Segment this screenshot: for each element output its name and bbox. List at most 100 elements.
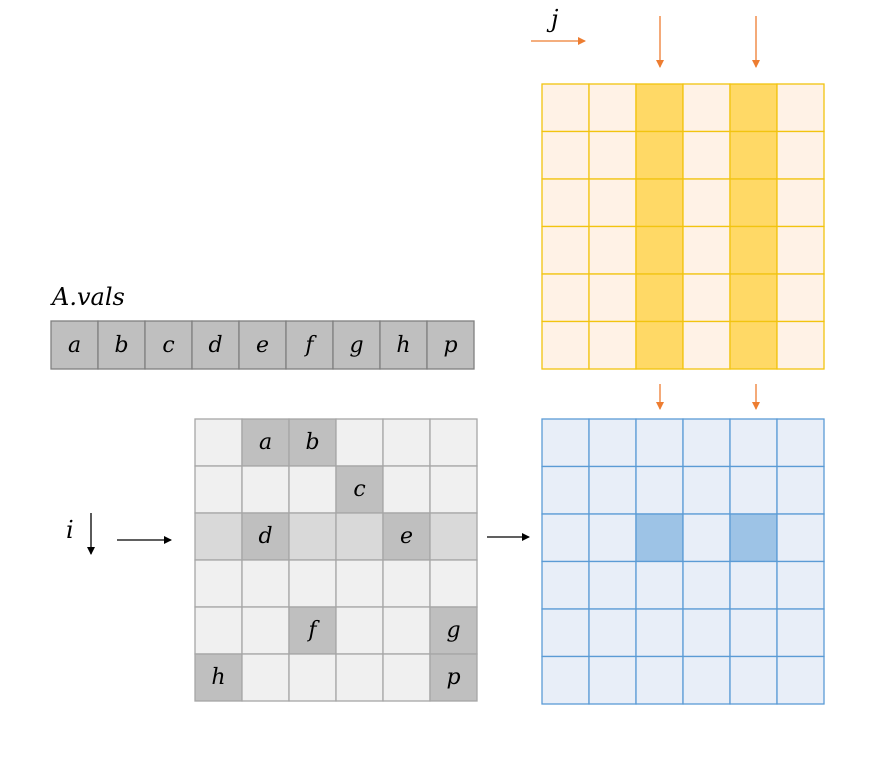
output-cell <box>541 513 590 563</box>
dense-cell <box>682 130 731 180</box>
avals-value: h <box>396 332 411 358</box>
avals-value: g <box>349 332 364 358</box>
sparse-cell <box>429 465 478 514</box>
dense-highlight-cell <box>729 178 778 228</box>
output-cell <box>776 465 825 515</box>
dense-cell <box>682 225 731 275</box>
avals-value: c <box>162 332 175 358</box>
dense-cell <box>588 178 637 228</box>
output-cell <box>682 560 731 610</box>
dense-cell <box>588 130 637 180</box>
dense-cell <box>682 320 731 370</box>
dense-cell <box>541 83 590 133</box>
sparse-cell <box>241 465 290 514</box>
sparse-value: p <box>446 665 461 690</box>
sparse-cell <box>382 418 431 467</box>
output-cell <box>588 560 637 610</box>
dense-highlight-cell <box>635 130 684 180</box>
sparse-nonzero-cell <box>194 653 243 702</box>
avals-value: f <box>305 332 314 358</box>
sparse-value: a <box>258 430 273 455</box>
avals-cell <box>50 320 99 370</box>
dense-cell <box>776 273 825 323</box>
sparse-nonzero-cell <box>429 606 478 655</box>
sparse-cell <box>382 606 431 655</box>
output-cell <box>588 418 637 468</box>
avals-cell <box>238 320 287 370</box>
output-cell <box>682 418 731 468</box>
sparse-nonzero-cell <box>288 606 337 655</box>
dense-highlight-cell <box>635 320 684 370</box>
output-cell <box>776 418 825 468</box>
output-matrix <box>541 418 825 705</box>
dense-cell <box>541 225 590 275</box>
sparse-cell <box>429 418 478 467</box>
dense-cell <box>588 225 637 275</box>
sparse-cell <box>382 465 431 514</box>
avals-cell <box>144 320 193 370</box>
output-cell <box>729 418 778 468</box>
output-cell <box>776 608 825 658</box>
output-cell <box>682 608 731 658</box>
dense-highlight-cell <box>729 83 778 133</box>
dense-cell <box>588 83 637 133</box>
sparse-cell <box>194 418 243 467</box>
output-cell <box>541 608 590 658</box>
sparse-value: h <box>211 665 226 690</box>
sparse-cell <box>335 653 384 702</box>
sparse-cell <box>241 559 290 608</box>
dense-highlight-cell <box>729 273 778 323</box>
dense-cell <box>541 273 590 323</box>
dense-highlight-cell <box>635 83 684 133</box>
dense-highlight-cell <box>729 130 778 180</box>
output-cell <box>729 560 778 610</box>
sparse-value: d <box>258 524 273 549</box>
avals-value: d <box>208 332 223 358</box>
sparse-cell <box>194 606 243 655</box>
sparse-cell <box>194 559 243 608</box>
output-cell <box>635 608 684 658</box>
dense-cell <box>776 225 825 275</box>
dense-cell <box>776 83 825 133</box>
dense-cell <box>776 320 825 370</box>
output-cell <box>635 560 684 610</box>
output-cell <box>588 608 637 658</box>
avals-label: A.vals <box>52 283 125 311</box>
sparse-nonzero-cell <box>335 465 384 514</box>
dense-highlight-cell <box>729 320 778 370</box>
sparse-cell <box>335 512 384 561</box>
output-cell <box>635 465 684 515</box>
sparse-value: g <box>446 618 461 643</box>
sparse-cell <box>241 606 290 655</box>
output-cell <box>588 655 637 705</box>
output-cell <box>635 655 684 705</box>
avals-cell <box>379 320 428 370</box>
output-highlight-cell <box>635 513 684 563</box>
sparse-cell <box>288 465 337 514</box>
output-cell <box>588 465 637 515</box>
dense-cell <box>776 130 825 180</box>
j-label: j <box>551 5 559 33</box>
output-cell <box>541 655 590 705</box>
output-cell <box>541 418 590 468</box>
sparse-matrix <box>194 418 478 702</box>
sparse-cell <box>335 559 384 608</box>
dense-cell <box>588 320 637 370</box>
sparse-cell <box>241 653 290 702</box>
dense-cell <box>588 273 637 323</box>
avals-cell <box>426 320 475 370</box>
dense-matrix <box>541 83 825 370</box>
sparse-cell <box>429 559 478 608</box>
sparse-cell <box>194 512 243 561</box>
sparse-value: e <box>399 524 414 549</box>
dense-cell <box>541 320 590 370</box>
avals-value: e <box>255 332 270 358</box>
sparse-cell <box>288 512 337 561</box>
avals-cell <box>97 320 146 370</box>
dense-cell <box>541 130 590 180</box>
output-cell <box>776 655 825 705</box>
sparse-cell <box>335 606 384 655</box>
sparse-nonzero-cell <box>429 653 478 702</box>
dense-cell <box>682 83 731 133</box>
